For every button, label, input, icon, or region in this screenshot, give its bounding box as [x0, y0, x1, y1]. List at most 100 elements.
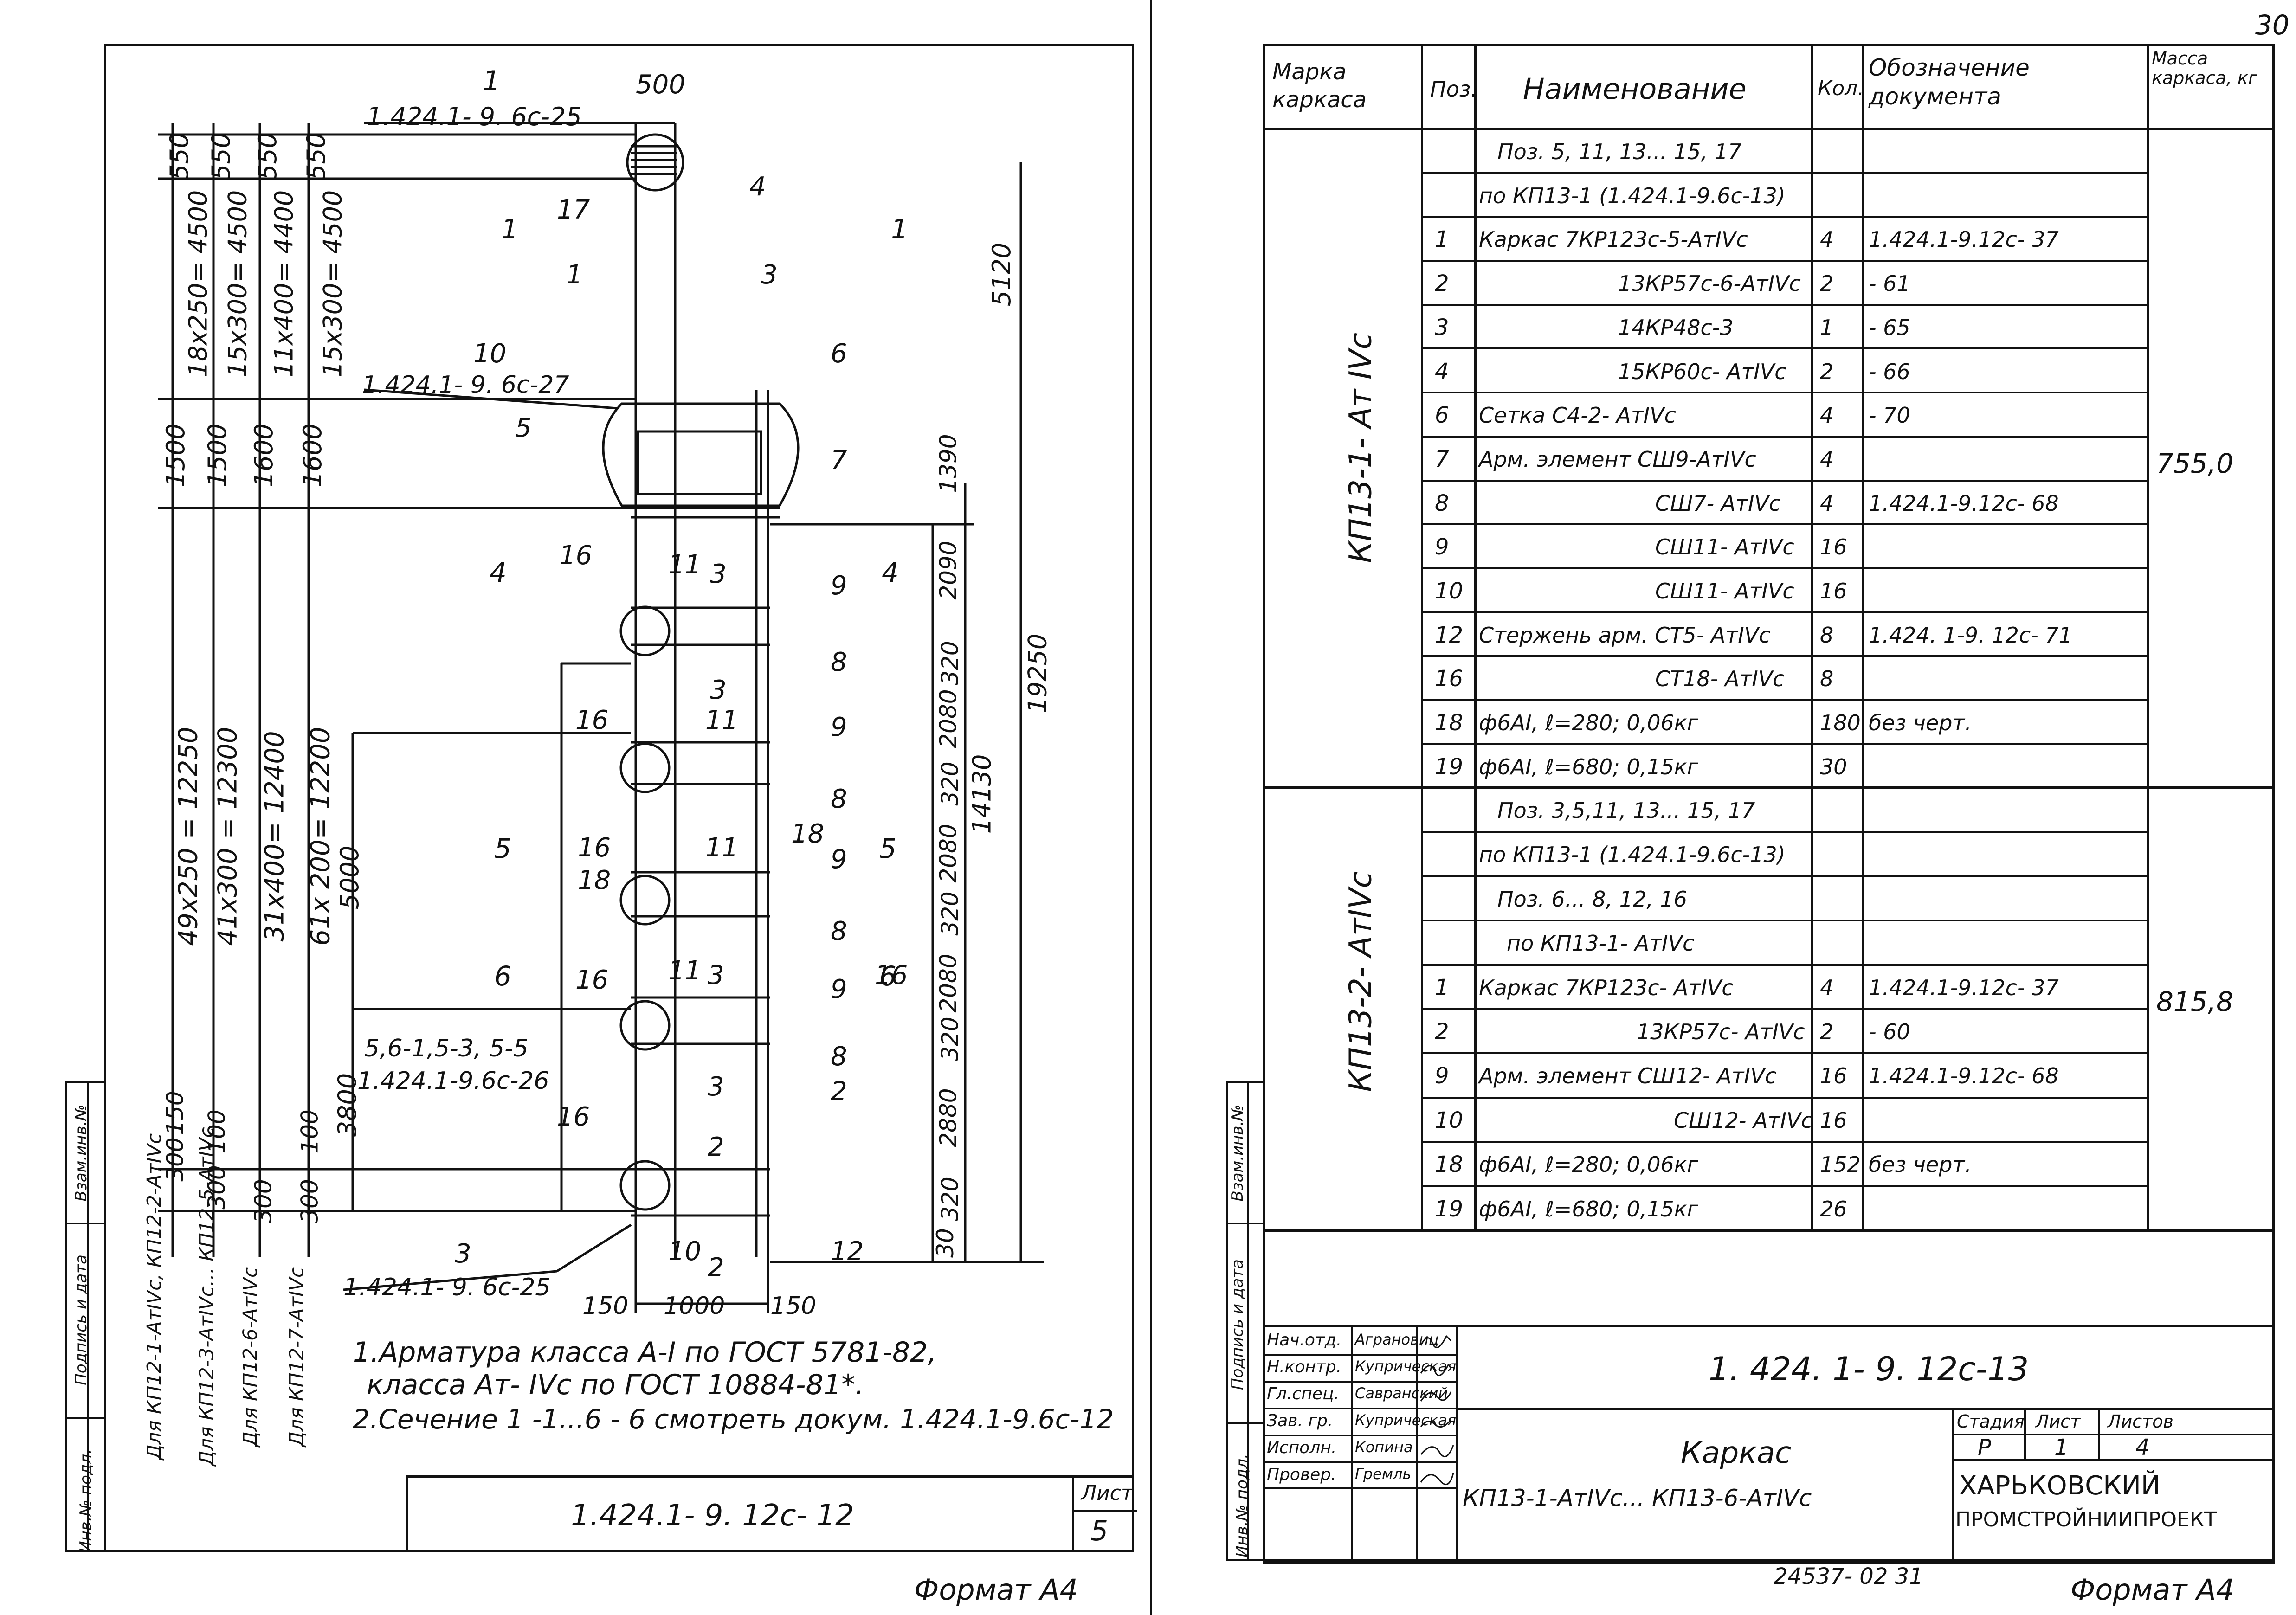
dim-upper-d: 15х300= 4500	[318, 190, 348, 378]
pos-18c: 18	[578, 865, 611, 895]
row-label-4: Для КП12-7-АтIVс	[285, 1267, 308, 1447]
pos-5: 5	[515, 413, 532, 443]
pos-10-doc: 1.424.1- 9. 6с-27	[362, 371, 569, 399]
pos-9b: 9	[831, 712, 847, 742]
row-name: ф6АI, ℓ=280; 0,06кг	[1479, 710, 1698, 736]
pos-9a: 9	[831, 571, 847, 601]
dim-mid-c: 1600	[249, 423, 279, 488]
group2-mark: КП13-2- АтIVс	[1342, 871, 1379, 1092]
left-title-box: 1.424.1- 9. 12с- 12 Лист 5	[406, 1475, 1137, 1552]
row-pos: 16	[1435, 666, 1464, 692]
tb-doc-number: 1. 424. 1- 9. 12с-13	[1709, 1350, 2029, 1388]
rdim-2880: 2880	[935, 1088, 962, 1147]
pos-16b: 16	[575, 705, 609, 735]
row-name: Поз. 3,5,11, 13... 15, 17	[1497, 798, 1755, 823]
pos-3e: 3	[455, 1239, 471, 1269]
row-qty: 4	[1820, 403, 1834, 428]
row-qty: 4	[1820, 227, 1834, 252]
left-sheet-number: 5	[1090, 1515, 1109, 1547]
dim-top-550-b: 550	[206, 132, 236, 180]
row-doc: - 65	[1869, 315, 1910, 340]
dim-main-c: 31х400= 12400	[259, 731, 290, 942]
row-pos: 9	[1435, 1063, 1449, 1089]
tb-role: Исполн.	[1267, 1438, 1337, 1457]
pos-10b: 10	[668, 1236, 702, 1267]
row-doc: без черт.	[1869, 710, 1972, 736]
dim-19250: 19250	[1023, 633, 1052, 714]
row-qty: 16	[1820, 1107, 1847, 1133]
pos-1b: 1	[566, 260, 583, 290]
bdim-1000: 1000	[664, 1292, 725, 1320]
tb-sheets: 4	[2135, 1435, 2150, 1461]
row-name: Арм. элемент СШ12- АтIVс	[1479, 1063, 1777, 1089]
row-name: СШ12- АтIVс	[1674, 1107, 1813, 1133]
pos-12: 12	[831, 1236, 864, 1267]
row-pos: 2	[1435, 1019, 1449, 1045]
pos-3e-doc: 1.424.1- 9. 6с-25	[343, 1274, 551, 1301]
row-name: 13КР57с- АтIVс	[1637, 1019, 1805, 1044]
dim-mid-d: 1600	[298, 423, 328, 488]
rdim-320c: 320	[936, 891, 964, 936]
pos-6: 6	[831, 339, 847, 369]
signatures	[1420, 1335, 1454, 1486]
row-name: по КП13-1 (1.424.1-9.6с-13)	[1479, 183, 1786, 208]
pos-2b: 2	[708, 1132, 724, 1162]
row-qty: 2	[1820, 1019, 1834, 1044]
row-qty: 180	[1820, 710, 1861, 736]
page-number: 30	[2255, 9, 2290, 41]
right-stamp-inv: Инв.№ подл.	[1233, 1454, 1251, 1557]
row-qty: 30	[1820, 754, 1847, 779]
rdim-2090: 2090	[935, 540, 962, 600]
pos-17: 17	[557, 195, 590, 225]
row-pos: 9	[1435, 534, 1449, 560]
rdim-1390: 1390	[935, 434, 962, 493]
pos-18d: 18	[791, 819, 825, 849]
rdim-320d: 320	[936, 1017, 964, 1061]
row-qty: 2	[1820, 359, 1834, 384]
section-mark-4l: 4	[490, 557, 507, 588]
row-name: Поз. 6... 8, 12, 16	[1497, 886, 1688, 912]
left-sheet: Инв.№ подл. Подпись и дата Взам.инв.№	[65, 44, 1137, 1607]
dim-upper-b: 15х300= 4500	[223, 190, 252, 378]
row-doc: 1.424.1-9.12с- 37	[1869, 975, 2059, 1000]
tb-person: Куприческая	[1355, 1411, 1457, 1429]
rdim-320a: 320	[936, 641, 964, 685]
sheet-separator	[1150, 0, 1152, 1615]
tb-role: Н.контр.	[1267, 1358, 1342, 1377]
pos-multi: 5,6-1,5-3, 5-5	[364, 1035, 529, 1062]
row-pos: 3	[1435, 314, 1449, 341]
hdr-pos: Поз.	[1430, 77, 1477, 102]
note-2: 2.Сечение 1 -1...6 - 6 смотреть докум. 1…	[353, 1403, 1114, 1435]
row-pos: 12	[1435, 622, 1464, 648]
tb-role: Провер.	[1267, 1465, 1336, 1484]
table-row: по КП13-1- АтIVс	[1421, 921, 2149, 966]
dim-top-550-c: 550	[253, 132, 283, 180]
bdim-150a: 150	[582, 1292, 629, 1320]
row-qty: 26	[1820, 1196, 1847, 1222]
table-row: по КП13-1 (1.424.1-9.6с-13)	[1421, 174, 2149, 218]
tb-sheet-label: Лист	[2036, 1411, 2081, 1432]
row-doc: без черт.	[1869, 1152, 1972, 1177]
pos-11d: 11	[668, 956, 702, 986]
section-mark-5r: 5	[879, 833, 896, 864]
row-qty: 16	[1820, 1063, 1847, 1089]
row-doc: 1.424.1-9.12с- 37	[1869, 227, 2059, 252]
group1-mass: 755,0	[2156, 448, 2234, 479]
row-pos: 10	[1435, 578, 1464, 604]
section-mark-6l: 6	[494, 960, 511, 992]
row-qty: 16	[1820, 534, 1847, 560]
section-mark-6r: 6	[879, 960, 896, 992]
rdim-2080a: 2080	[935, 689, 962, 748]
pos-11c: 11	[705, 833, 739, 863]
